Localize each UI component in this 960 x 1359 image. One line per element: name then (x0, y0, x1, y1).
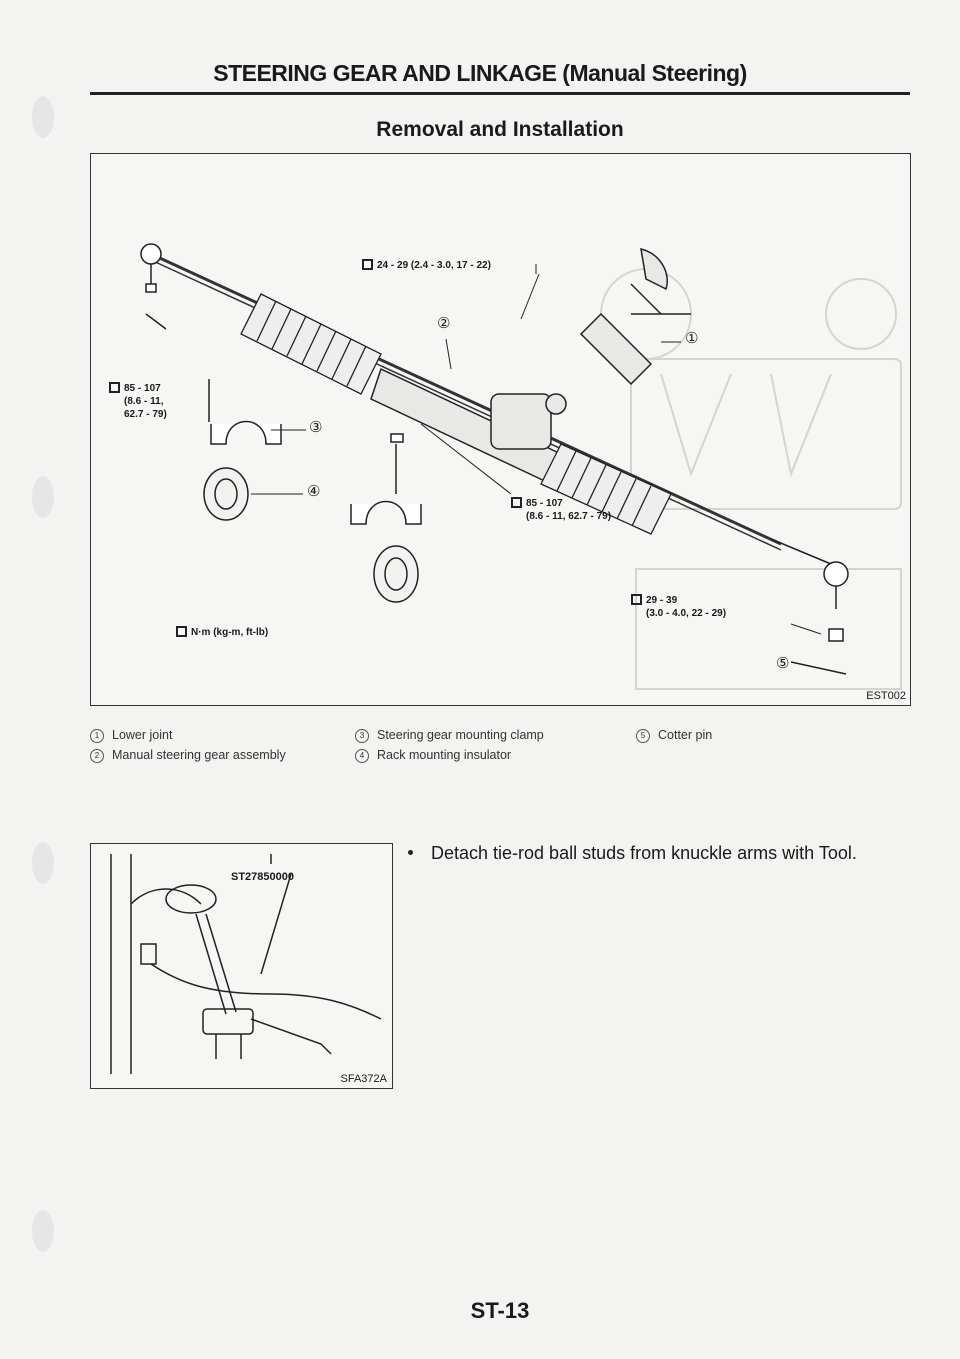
title-rule (90, 92, 910, 95)
torque-wrench-icon (362, 259, 373, 270)
callout-1: ① (685, 329, 699, 347)
torque-spec-left: 85 - 107 (8.6 - 11, 62.7 - 79) (109, 382, 167, 421)
torque-wrench-icon (511, 497, 522, 508)
torque-wrench-icon (109, 382, 120, 393)
tool-number-label: ST27850000 (231, 871, 294, 883)
callout-3: ③ (309, 418, 323, 436)
page-number: ST-13 (470, 1298, 530, 1323)
instruction-bullet: Detach tie-rod ball studs from knuckle a… (408, 843, 857, 864)
callout-2: ② (437, 314, 451, 332)
binder-hole (32, 476, 54, 518)
torque-spec-center: 85 - 107 (8.6 - 11, 62.7 - 79) (511, 497, 611, 523)
figure-code: SFA372A (340, 1073, 387, 1085)
binder-hole (32, 1210, 54, 1252)
torque-wrench-icon (631, 594, 642, 605)
diagram-drawing (140, 243, 902, 690)
callout-4: ④ (307, 482, 321, 500)
torque-wrench-icon (176, 626, 187, 637)
callout-5: ⑤ (776, 654, 790, 672)
bullet-icon (408, 850, 413, 855)
steering-gear-diagram: 24 - 29 (2.4 - 3.0, 17 - 22) 85 - 107 (8… (90, 153, 911, 706)
subtitle: Removal and Installation (376, 118, 624, 141)
figure-code: EST002 (866, 690, 906, 702)
torque-spec-top: 24 - 29 (2.4 - 3.0, 17 - 22) (362, 259, 491, 272)
units-legend: N·m (kg-m, ft-lb) (176, 626, 268, 639)
torque-spec-right: 29 - 39 (3.0 - 4.0, 22 - 29) (631, 594, 726, 620)
tool-drawing (110, 854, 382, 1074)
tie-rod-tool-illustration: ST27850000 SFA372A (90, 843, 393, 1089)
section-title: STEERING GEAR AND LINKAGE (Manual Steeri… (213, 60, 747, 86)
binder-hole (32, 96, 54, 138)
binder-hole (32, 842, 54, 884)
